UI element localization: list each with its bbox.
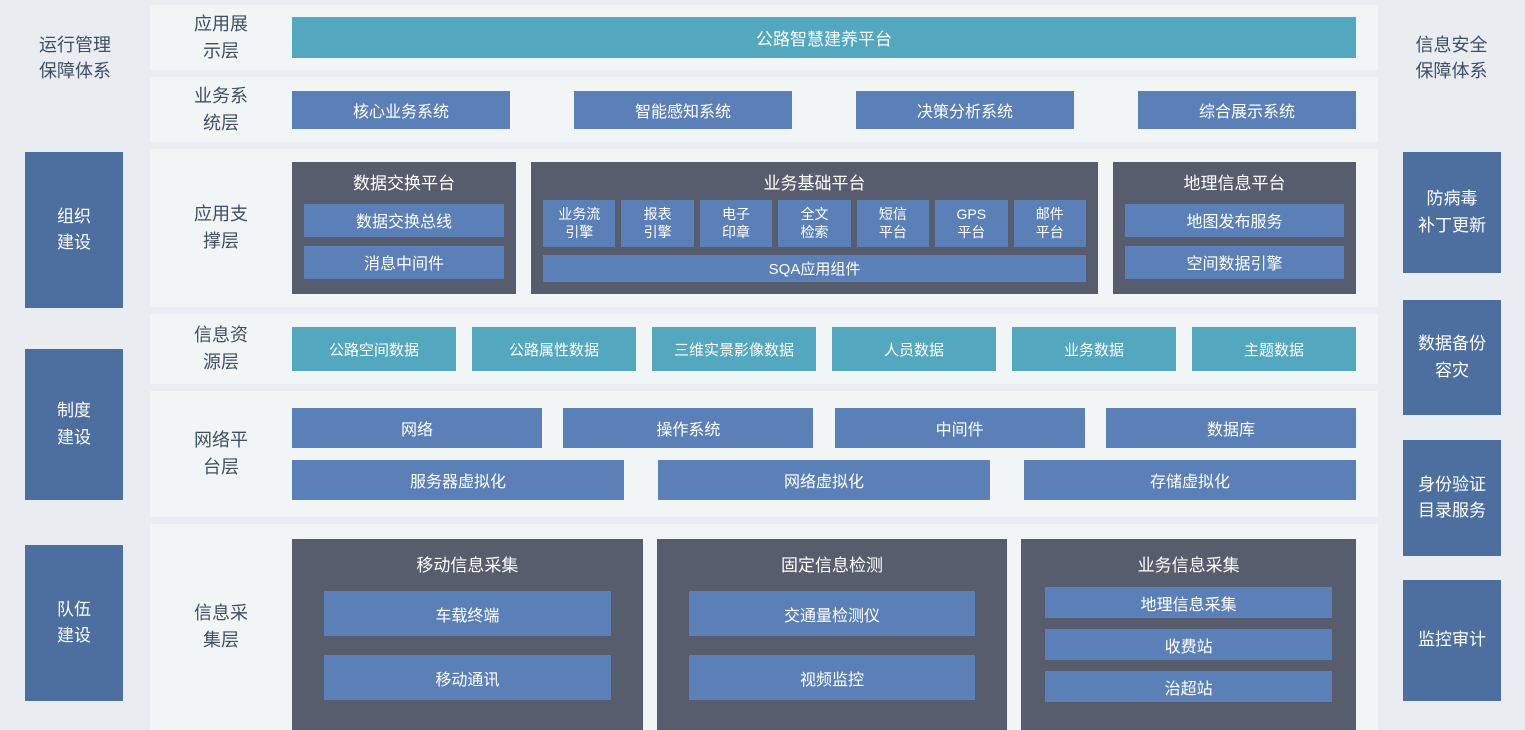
middleware-box: 中间件	[834, 408, 1085, 448]
diagram-main: 应用展 示层 公路智慧建养平台 业务系 统层 核心业务系统 智能感知系统 决策分…	[150, 0, 1378, 730]
e-seal-box: 电子 印章	[699, 200, 773, 247]
mobile-comm-box: 移动通讯	[324, 655, 611, 700]
gps-platform-box: GPS 平台	[935, 200, 1008, 247]
vehicle-terminal-box: 车载终端	[324, 591, 611, 636]
left-panel-item-team: 队伍 建设	[25, 545, 123, 701]
left-panel: 运行管理 保障体系 组织 建设 制度 建设 队伍 建设	[0, 0, 150, 730]
os-box: 操作系统	[563, 408, 814, 448]
group-fixed-detection-items: 交通量检测仪 视频监控	[688, 591, 976, 718]
left-panel-title: 运行管理 保障体系	[39, 35, 111, 82]
resource-3d-imagery: 三维实景影像数据	[652, 327, 816, 371]
layer-display-label: 应用展 示层	[194, 13, 248, 61]
resource-personnel: 人员数据	[832, 327, 996, 371]
layer-support-label: 应用支 撑层	[194, 204, 248, 251]
group-business-collection-items: 地理信息采集 收费站 治超站	[1045, 587, 1333, 718]
layer-support-body: 数据交换平台 数据交换总线 消息中间件 业务基础平台 业务流 引擎 报表 引擎 …	[292, 149, 1378, 307]
layer-collection-label: 信息采 集层	[194, 603, 248, 650]
layer-resource: 信息资 源层 公路空间数据 公路属性数据 三维实景影像数据 人员数据 业务数据 …	[150, 314, 1378, 384]
layer-resource-body: 公路空间数据 公路属性数据 三维实景影像数据 人员数据 业务数据 主题数据	[292, 314, 1378, 384]
resource-road-attribute: 公路属性数据	[472, 327, 636, 371]
layer-business-label: 业务系 统层	[194, 85, 248, 133]
group-gis-items: 地图发布服务 空间数据引擎	[1125, 200, 1344, 282]
group-business-base-items: 业务流 引擎 报表 引擎 电子 印章 全文 检索 短信 平台 GPS 平台 邮件…	[543, 200, 1086, 247]
report-engine-box: 报表 引擎	[621, 200, 694, 247]
display-platform-bar: 公路智慧建养平台	[292, 17, 1356, 58]
toll-station-box: 收费站	[1045, 629, 1333, 660]
map-publish-box: 地图发布服务	[1125, 203, 1344, 237]
business-system-display: 综合展示系统	[1138, 90, 1356, 129]
network-box: 网络	[292, 408, 542, 448]
business-system-core: 核心业务系统	[292, 90, 510, 129]
group-gis: 地理信息平台 地图发布服务 空间数据引擎	[1113, 162, 1356, 294]
group-business-base-title: 业务基础平台	[763, 174, 866, 193]
server-virtualization-box: 服务器虚拟化	[292, 460, 624, 500]
group-data-exchange-title: 数据交换平台	[353, 174, 455, 193]
layer-business: 业务系 统层 核心业务系统 智能感知系统 决策分析系统 综合展示系统	[150, 77, 1378, 142]
layer-display: 应用展 示层 公路智慧建养平台	[150, 5, 1378, 70]
group-data-exchange-items: 数据交换总线 消息中间件	[304, 200, 504, 282]
group-gis-title: 地理信息平台	[1183, 174, 1286, 193]
mail-platform-box: 邮件 平台	[1013, 200, 1086, 247]
layer-collection: 信息采 集层 移动信息采集 车载终端 移动通讯 固定信息检测 交通量检测仪 视频…	[150, 524, 1378, 730]
spatial-engine-box: 空间数据引擎	[1125, 245, 1344, 279]
storage-virtualization-box: 存储虚拟化	[1024, 460, 1356, 500]
layer-network-label: 网络平 台层	[194, 430, 248, 477]
resource-business: 业务数据	[1012, 327, 1176, 371]
group-fixed-detection-title: 固定信息检测	[781, 556, 883, 575]
group-business-collection-title: 业务信息采集	[1137, 556, 1240, 575]
message-middleware-box: 消息中间件	[304, 245, 504, 279]
overload-station-box: 治超站	[1045, 671, 1333, 702]
network-row-1: 网络 操作系统 中间件 数据库	[292, 408, 1356, 448]
right-panel-item-identity: 身份验证 目录服务	[1403, 440, 1501, 556]
left-panel-item-organization: 组织 建设	[25, 152, 123, 308]
right-panel-title: 信息安全 保障体系	[1415, 35, 1488, 82]
database-box: 数据库	[1105, 408, 1356, 448]
workflow-engine-box: 业务流 引擎	[543, 200, 616, 247]
group-business-base: 业务基础平台 业务流 引擎 报表 引擎 电子 印章 全文 检索 短信 平台 GP…	[531, 162, 1098, 294]
group-data-exchange: 数据交换平台 数据交换总线 消息中间件	[292, 162, 516, 294]
exchange-bus-box: 数据交换总线	[304, 203, 504, 237]
layer-support: 应用支 撑层 数据交换平台 数据交换总线 消息中间件 业务基础平台 业务流 引擎…	[150, 149, 1378, 307]
business-system-sensing: 智能感知系统	[574, 90, 792, 129]
layer-collection-body: 移动信息采集 车载终端 移动通讯 固定信息检测 交通量检测仪 视频监控 业务信息…	[292, 524, 1378, 730]
left-panel-item-system: 制度 建设	[25, 349, 123, 500]
gis-collection-box: 地理信息采集	[1045, 587, 1333, 618]
layer-resource-label: 信息资 源层	[194, 325, 248, 372]
right-panel-item-antivirus: 防病毒 补丁更新	[1403, 152, 1501, 273]
layer-business-body: 核心业务系统 智能感知系统 决策分析系统 综合展示系统	[292, 77, 1378, 142]
network-virtualization-box: 网络虚拟化	[658, 460, 990, 500]
business-system-decision: 决策分析系统	[856, 90, 1074, 129]
layer-display-body: 公路智慧建养平台	[292, 5, 1378, 70]
right-panel-item-backup: 数据备份 容灾	[1403, 300, 1501, 415]
group-mobile-collection: 移动信息采集 车载终端 移动通讯	[292, 539, 643, 730]
sms-platform-box: 短信 平台	[856, 200, 930, 247]
fulltext-search-box: 全文 检索	[778, 200, 851, 247]
network-row-2: 服务器虚拟化 网络虚拟化 存储虚拟化	[292, 460, 1356, 500]
group-business-collection: 业务信息采集 地理信息采集 收费站 治超站	[1021, 539, 1357, 730]
sqa-components-box: SQA应用组件	[543, 255, 1086, 282]
resource-theme: 主题数据	[1192, 327, 1356, 371]
right-panel: 信息安全 保障体系 防病毒 补丁更新 数据备份 容灾 身份验证 目录服务 监控审…	[1378, 0, 1525, 730]
traffic-detector-box: 交通量检测仪	[688, 591, 976, 636]
group-mobile-collection-items: 车载终端 移动通讯	[324, 591, 611, 718]
group-mobile-collection-title: 移动信息采集	[416, 556, 519, 575]
layer-network-body: 网络 操作系统 中间件 数据库 服务器虚拟化 网络虚拟化 存储虚拟化	[292, 391, 1378, 517]
resource-road-spatial: 公路空间数据	[292, 327, 456, 371]
layer-network: 网络平 台层 网络 操作系统 中间件 数据库 服务器虚拟化 网络虚拟化 存储虚拟…	[150, 391, 1378, 517]
group-fixed-detection: 固定信息检测 交通量检测仪 视频监控	[656, 539, 1008, 730]
right-panel-item-monitor-audit: 监控审计	[1403, 580, 1501, 701]
video-monitor-box: 视频监控	[688, 655, 976, 700]
